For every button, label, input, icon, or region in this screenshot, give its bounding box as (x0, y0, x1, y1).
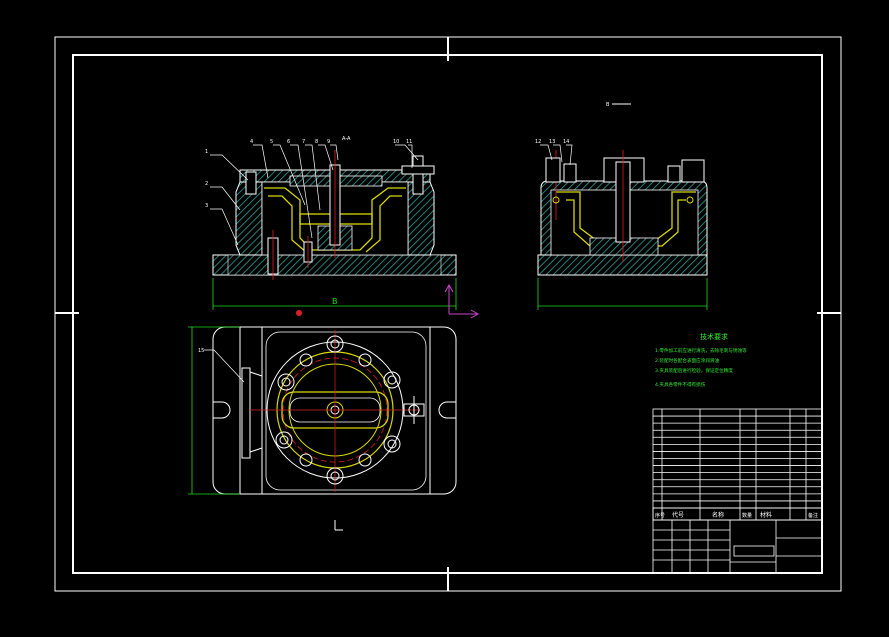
notes-title: 技术要求 (700, 332, 728, 341)
outer-frame (54, 36, 842, 592)
svg-text:4: 4 (250, 139, 253, 145)
front-section-view: 1 2 3 4 5 6 7 8 9 10 11 A-A B (205, 136, 480, 319)
svg-text:14: 14 (563, 139, 569, 145)
note-line-3: 3.夹具装配后进行检验，保证定位精度 (655, 367, 733, 374)
note-line-2: 2.装配时各配合表面应涂润滑油 (655, 357, 720, 364)
technical-notes: 技术要求 1.零件加工前应进行清洗，去除毛刺与锈蚀等 2.装配时各配合表面应涂润… (655, 332, 747, 388)
svg-text:代号: 代号 (672, 511, 684, 519)
title-block (652, 519, 823, 574)
svg-text:1: 1 (205, 149, 208, 155)
svg-text:材料: 材料 (760, 511, 772, 519)
ucs-axis (444, 283, 480, 319)
bolt-holes (275, 335, 401, 485)
svg-text:10: 10 (393, 139, 399, 145)
view-mark: B (606, 102, 610, 108)
svg-text:序号: 序号 (655, 512, 665, 519)
svg-text:7: 7 (302, 139, 305, 145)
svg-text:备注: 备注 (808, 512, 818, 519)
note-line-4: 4.夹具各零件不得有损伤 (655, 381, 706, 388)
front-view-dim-label: B (332, 297, 338, 306)
side-section-view: 12 13 14 B (535, 102, 708, 310)
parts-header: 序号 代号 名称 数量 材料 备注 (652, 507, 823, 521)
svg-text:3: 3 (205, 203, 208, 209)
front-dimension (212, 278, 457, 310)
section-mark: A-A (342, 136, 351, 142)
svg-text:6: 6 (287, 139, 290, 145)
parts-list (652, 408, 823, 521)
svg-text:5: 5 (270, 139, 273, 145)
svg-text:11: 11 (406, 139, 412, 145)
svg-text:13: 13 (549, 139, 555, 145)
note-line-1: 1.零件加工前应进行清洗，去除毛刺与锈蚀等 (655, 347, 747, 354)
svg-text:9: 9 (327, 139, 330, 145)
top-view: 15 (188, 310, 457, 531)
svg-text:数量: 数量 (742, 512, 752, 519)
svg-text:12: 12 (535, 139, 541, 145)
svg-text:名称: 名称 (712, 511, 724, 519)
svg-text:15: 15 (198, 348, 204, 354)
svg-text:2: 2 (205, 181, 208, 187)
svg-text:8: 8 (315, 139, 318, 145)
